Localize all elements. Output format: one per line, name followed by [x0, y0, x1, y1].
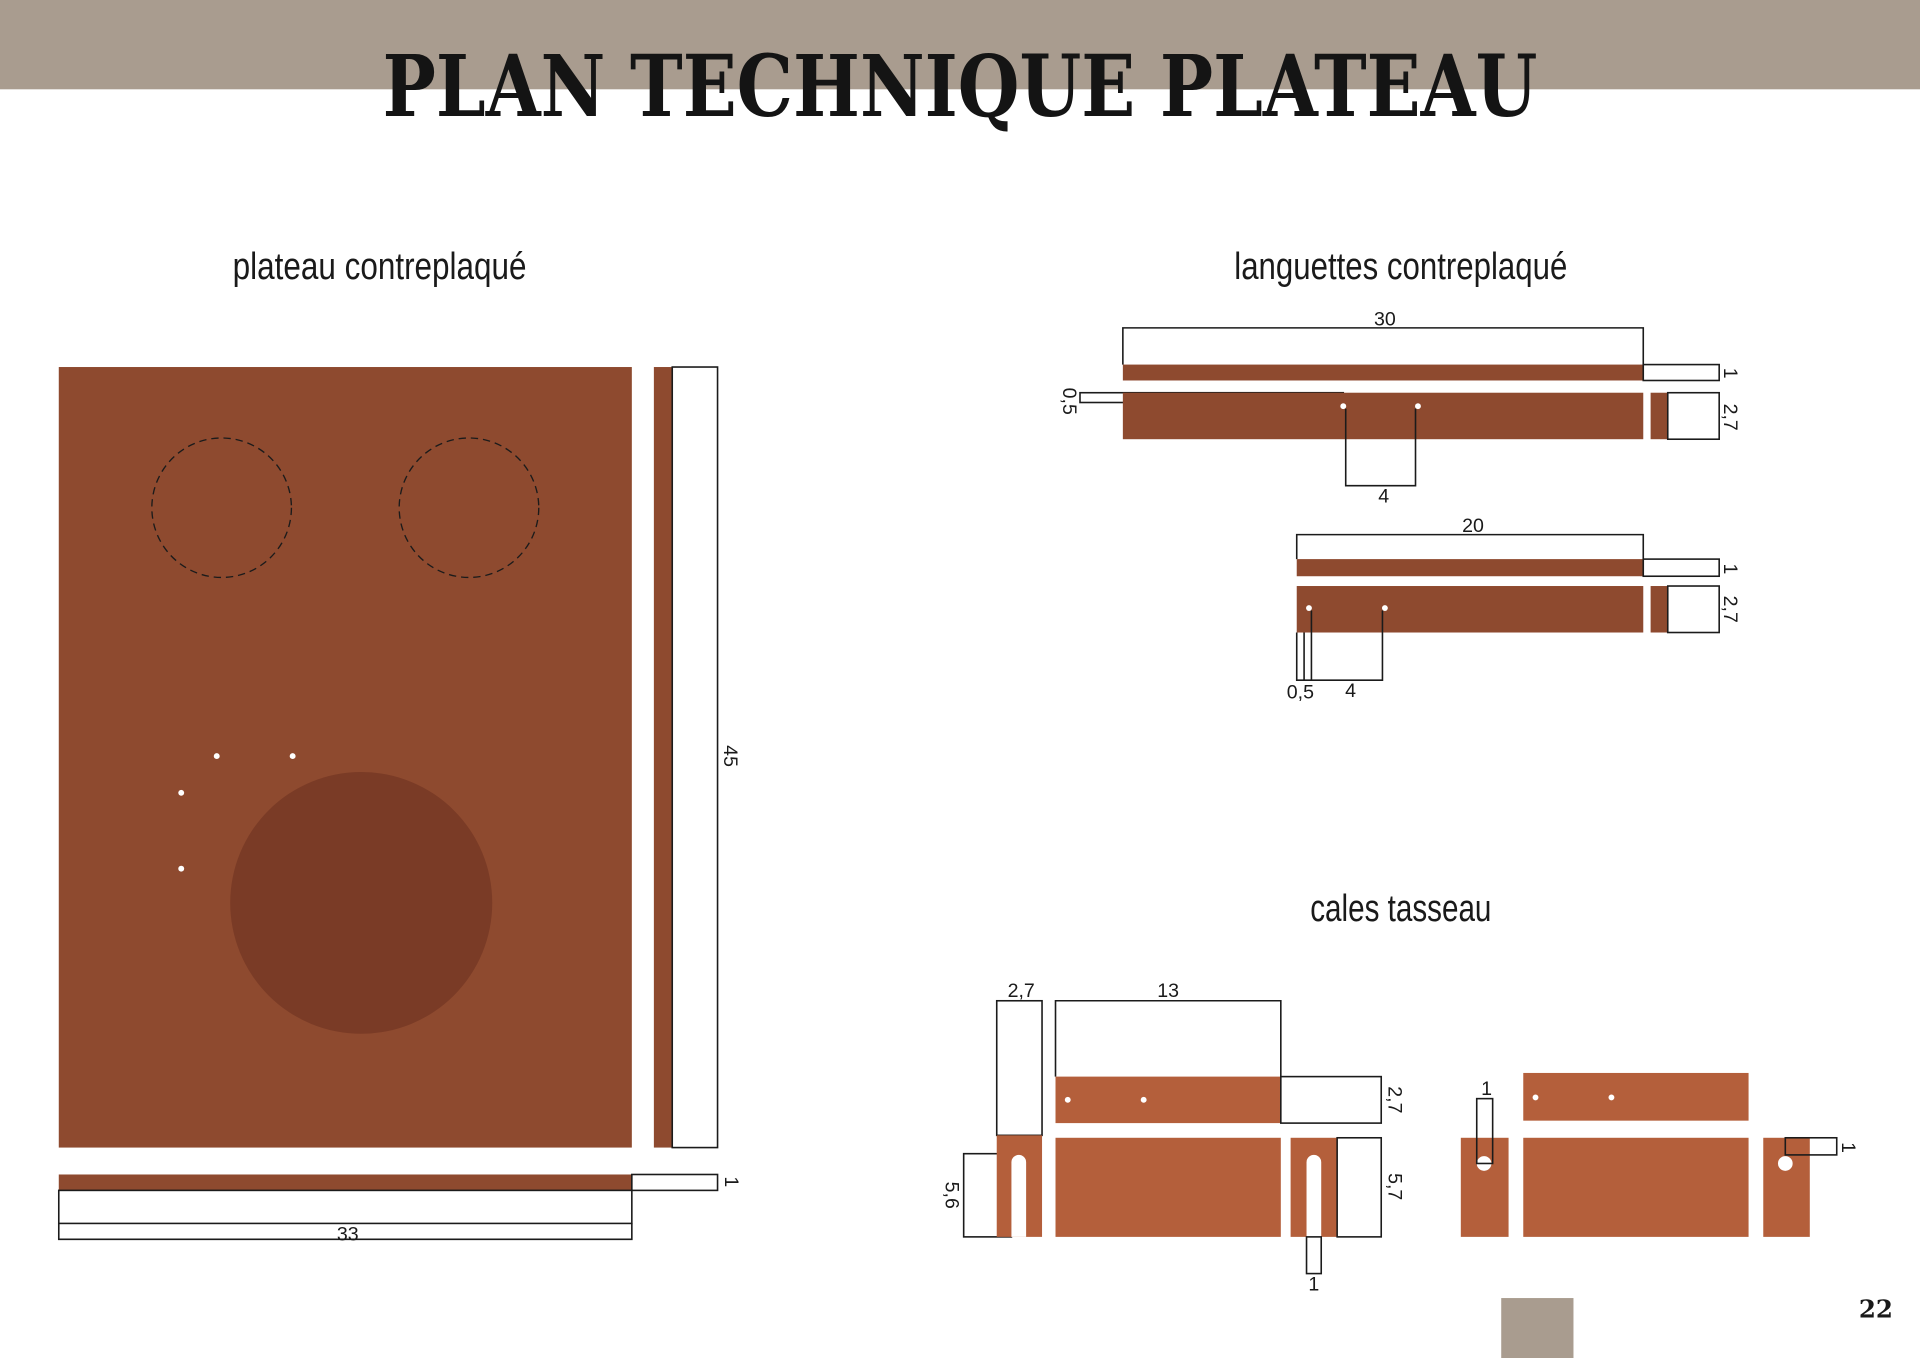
left-height-label: 5,6 — [940, 1182, 962, 1209]
page-number: 22 — [1859, 1295, 1893, 1324]
top-width-label: 2,7 — [1384, 1086, 1406, 1113]
slot-cutout — [1306, 1154, 1322, 1237]
cale-front-view — [1523, 1137, 1749, 1237]
drill-hole-dot — [1532, 1094, 1539, 1101]
drill-hole-dot — [213, 753, 220, 760]
width-dimension-label: 33 — [337, 1223, 359, 1245]
thickness-dimension-label: 1 — [1719, 368, 1741, 379]
width-dimension-box — [1666, 391, 1720, 441]
languette-end-view — [1650, 392, 1668, 440]
length-dimension-bracket — [1122, 327, 1645, 365]
drill-hole-dot — [178, 865, 185, 872]
cale-front-view — [1055, 1137, 1281, 1237]
length-dimension-label: 30 — [1374, 308, 1396, 330]
upright-width-box — [995, 999, 1043, 1137]
cale-top-view — [1523, 1072, 1749, 1121]
hole-offset-bracket — [1295, 610, 1313, 682]
thickness-dimension-label: 1 — [1719, 563, 1741, 574]
right-hole-dimension-box — [1784, 1136, 1838, 1156]
drill-hole-dot — [1340, 403, 1347, 410]
thickness-dimension-box — [1642, 363, 1720, 382]
page-title: PLAN TECHNIQUE PLATEAU — [383, 37, 1538, 137]
width-dimension-label: 2,7 — [1719, 404, 1741, 431]
languette-edge-view — [1296, 559, 1644, 577]
drill-hole-dot — [1415, 403, 1421, 410]
length-dimension-label: 13 — [1157, 980, 1179, 1002]
drill-hole-dot — [1381, 605, 1388, 611]
drill-hole-dot — [1064, 1096, 1071, 1103]
plateau-heading: plateau contreplaqué — [233, 246, 527, 288]
left-hole-dimension-box — [1475, 1097, 1494, 1165]
length-dimension-bracket — [1295, 533, 1645, 560]
strip-thickness-label: 1 — [720, 1176, 742, 1187]
length-dimension-bracket — [1054, 999, 1282, 1077]
width-dimension-line — [57, 1223, 633, 1241]
footer-tab — [1501, 1298, 1574, 1358]
width-dimension-label: 2,7 — [1719, 596, 1741, 623]
slot-cutout — [1011, 1154, 1027, 1237]
hole-offset-dimension-label: 0,5 — [1058, 388, 1080, 415]
cale-top-view — [1055, 1076, 1281, 1124]
hole-spacing-bracket — [1311, 610, 1384, 682]
drill-hole-dot — [1140, 1096, 1147, 1103]
cales-drilled-drawing: 1 1 — [1460, 1072, 1859, 1237]
left-hole-dimension-label: 1 — [1481, 1078, 1492, 1100]
drill-hole-dot — [1306, 605, 1312, 611]
strip-thickness-box — [631, 1173, 719, 1192]
slot-width-box — [1305, 1236, 1323, 1275]
plateau-drawing: 45 1 33 — [57, 366, 742, 1245]
right-height-box — [1336, 1136, 1383, 1238]
dashed-circle-left — [151, 437, 293, 579]
languettes-heading: languettes contreplaqué — [1234, 246, 1567, 288]
drilled-block-left — [1460, 1137, 1509, 1237]
right-hole-dimension-label: 1 — [1837, 1142, 1859, 1153]
languette-face-view — [1122, 392, 1644, 440]
hole-offset-label: 0,5 — [1287, 681, 1314, 703]
height-dimension-box — [671, 366, 719, 1149]
languette-end-view — [1650, 586, 1668, 633]
length-dimension-label: 20 — [1462, 515, 1484, 537]
slot-width-label: 1 — [1308, 1274, 1319, 1296]
hole-spacing-label: 4 — [1345, 680, 1356, 702]
side-strip — [653, 367, 673, 1148]
header-band — [0, 0, 1920, 90]
hole-spacing-bracket — [1344, 408, 1417, 487]
right-height-label: 5,7 — [1384, 1173, 1406, 1200]
width-dimension-box — [57, 1189, 633, 1225]
drill-hole-dot — [289, 753, 296, 760]
thickness-dimension-box — [1642, 558, 1720, 578]
top-width-box — [1280, 1075, 1383, 1124]
cales-heading: cales tasseau — [1310, 888, 1491, 930]
hole-spacing-label: 4 — [1378, 486, 1389, 508]
drilled-hole — [1777, 1156, 1793, 1171]
drill-hole-dot — [178, 789, 185, 796]
languette-long-drawing: 30 1 0,5 2,7 4 — [1058, 308, 1741, 507]
upright-width-label: 2,7 — [1008, 980, 1035, 1002]
width-dimension-box — [1666, 585, 1720, 634]
languette-face-view — [1296, 586, 1644, 633]
dark-circle-cutout — [230, 771, 493, 1034]
height-dimension-label: 45 — [719, 745, 741, 767]
bottom-strip — [58, 1174, 632, 1191]
dashed-circle-right — [398, 437, 540, 579]
languette-short-drawing: 20 1 2,7 0,5 4 — [1287, 515, 1741, 703]
drilled-block-right — [1763, 1137, 1810, 1237]
drill-hole-dot — [1608, 1094, 1615, 1101]
languette-edge-view — [1122, 364, 1644, 381]
cales-slotted-drawing: 2,7 13 2,7 5,6 5,7 1 — [940, 980, 1405, 1296]
